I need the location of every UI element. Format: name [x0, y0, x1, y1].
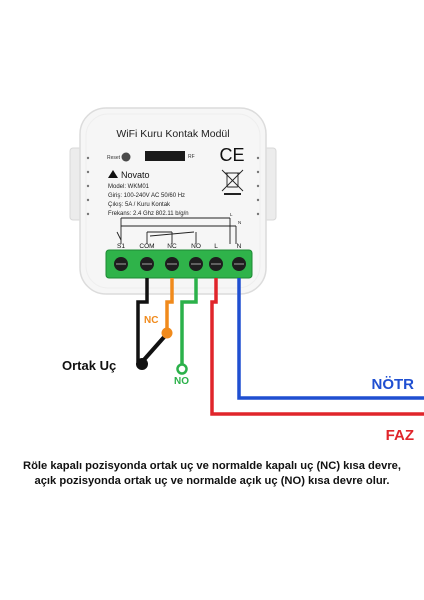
- caption-line-1: Röle kapalı pozisyonda ortak uç ve norma…: [22, 460, 401, 472]
- spec-input: Giriş: 100-240V AC 50/60 Hz: [108, 193, 185, 199]
- relay-contact-arm: [140, 334, 167, 364]
- screw-n: [232, 257, 246, 271]
- no-wire: [180, 278, 198, 368]
- common-label: Ortak Uç: [62, 358, 116, 373]
- rf-label: RF: [188, 154, 195, 160]
- terminal-label-no: NO: [191, 243, 201, 250]
- terminal-label-n: N: [237, 243, 242, 250]
- rf-window: [145, 151, 185, 161]
- module-title: WiFi Kuru Kontak Modül: [116, 128, 229, 140]
- terminal-label-nc: NC: [167, 243, 177, 250]
- screw-no: [189, 257, 203, 271]
- ce-mark: CE: [219, 145, 244, 165]
- schematic-n-label: N: [238, 220, 241, 225]
- internal-schematic: [116, 217, 237, 244]
- weee-bin-icon: [221, 169, 244, 195]
- caption-line-2: açık pozisyonda ortak uç ve normalde açı…: [34, 475, 390, 487]
- reset-button[interactable]: [121, 152, 131, 162]
- neutral-label: NÖTR: [372, 376, 415, 393]
- phase-wire: [210, 278, 424, 416]
- screw-s1: [114, 257, 128, 271]
- screw-l: [209, 257, 223, 271]
- reset-label: Reset: [107, 155, 121, 161]
- screw-nc: [165, 257, 179, 271]
- schematic-l-label: L: [230, 212, 233, 217]
- screw-com: [140, 257, 154, 271]
- terminal-label-s1: S1: [117, 243, 125, 250]
- spec-model: Model: WKM01: [108, 184, 150, 190]
- nc-wire: [165, 278, 174, 330]
- spec-output: Çıkış: 5A / Kuru Kontak: [108, 202, 171, 208]
- novato-logo-icon: [108, 170, 118, 178]
- common-wire: [136, 278, 149, 362]
- no-terminal-dot: [176, 363, 188, 375]
- common-terminal-dot: [136, 358, 148, 370]
- terminal-screws: [114, 257, 246, 271]
- terminal-label-com: COM: [139, 243, 154, 250]
- terminal-label-l: L: [214, 243, 218, 250]
- brand-name: Novato: [121, 170, 150, 180]
- spec-frequency: Frekans: 2.4 Ghz 802.11 b/g/n: [108, 211, 189, 217]
- nc-label: NC: [144, 315, 158, 326]
- neutral-wire: [237, 278, 424, 400]
- phase-label: FAZ: [386, 427, 414, 444]
- no-label: NO: [174, 376, 189, 387]
- nc-terminal-dot: [161, 327, 173, 339]
